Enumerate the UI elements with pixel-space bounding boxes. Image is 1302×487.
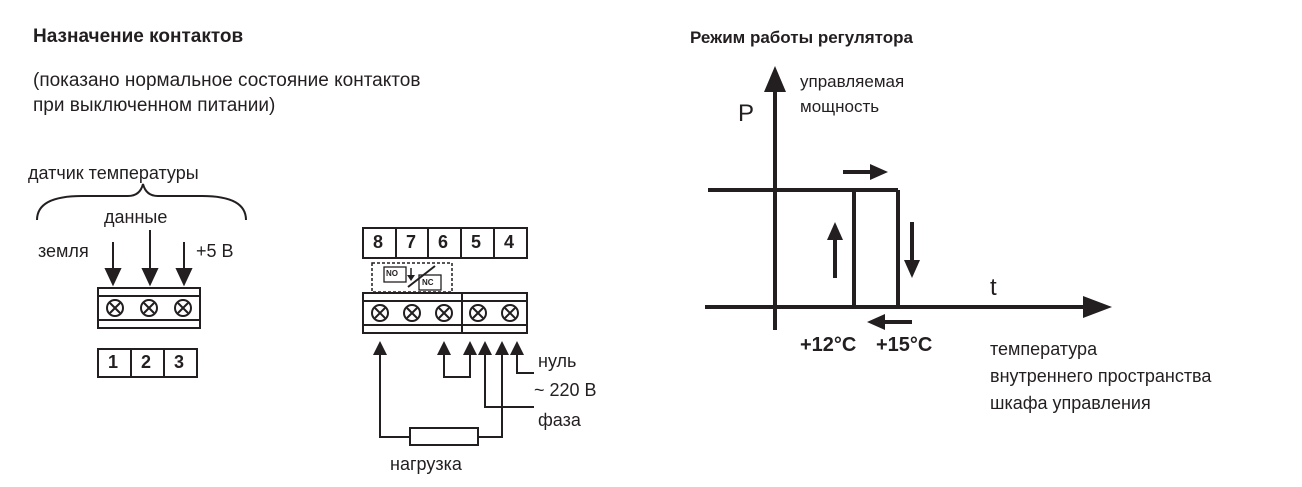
sensor-ground-label: земля bbox=[38, 241, 89, 261]
contacts-note-line1: (показано нормальное состояние контактов bbox=[33, 70, 421, 91]
sensor-pin-boxes bbox=[97, 348, 198, 378]
regulator-heading: Режим работы регулятора bbox=[690, 28, 914, 47]
relay-wiring bbox=[379, 352, 534, 446]
power-axis-label-2: мощность bbox=[800, 97, 880, 116]
screw-icon bbox=[140, 299, 158, 317]
regulator-axes bbox=[705, 66, 1112, 330]
power-axis-label-1: управляемая bbox=[800, 72, 905, 91]
relay-pin-4: 4 bbox=[504, 232, 515, 252]
relay-pin-7: 7 bbox=[406, 232, 417, 252]
relay-arrows bbox=[373, 341, 524, 355]
sensor-pin-2: 2 bbox=[141, 352, 152, 372]
temp-high-label: +15°C bbox=[876, 334, 933, 356]
screw-icon bbox=[501, 304, 519, 322]
sensor-data-label: данные bbox=[104, 207, 168, 227]
relay-nc-label: NC bbox=[422, 278, 434, 287]
temp-low-label: +12°C bbox=[800, 334, 857, 356]
neutral-label: нуль bbox=[538, 351, 577, 371]
sensor-terminal-block bbox=[97, 287, 201, 329]
load-label: нагрузка bbox=[390, 454, 462, 474]
screw-icon bbox=[371, 304, 389, 322]
screw-icon bbox=[469, 304, 487, 322]
relay-pin-6: 6 bbox=[438, 232, 449, 252]
relay-contact-symbol bbox=[371, 262, 453, 293]
relay-no-label: NO bbox=[386, 269, 398, 278]
voltage-label: ~ 220 В bbox=[534, 380, 597, 400]
phase-label: фаза bbox=[538, 410, 581, 430]
relay-pin-5: 5 bbox=[471, 232, 482, 252]
screw-icon bbox=[435, 304, 453, 322]
temp-desc-3: шкафа управления bbox=[990, 393, 1151, 413]
hysteresis-loop bbox=[708, 188, 900, 307]
contacts-note-line2: при выключенном питании) bbox=[33, 95, 276, 116]
relay-pin-8: 8 bbox=[373, 232, 384, 252]
relay-pin-boxes bbox=[362, 227, 528, 259]
sensor-brace bbox=[36, 183, 247, 221]
sensor-pin-1: 1 bbox=[108, 352, 119, 372]
relay-terminal-block bbox=[362, 292, 528, 334]
sensor-group-label: датчик температуры bbox=[28, 163, 199, 183]
temp-desc-2: внутреннего пространства bbox=[990, 366, 1212, 386]
screw-icon bbox=[403, 304, 421, 322]
power-axis-symbol: P bbox=[738, 100, 755, 127]
sensor-power-label: +5 В bbox=[196, 241, 234, 261]
sensor-pin-3: 3 bbox=[174, 352, 185, 372]
temp-desc-1: температура bbox=[990, 339, 1098, 359]
contacts-heading: Назначение контактов bbox=[33, 26, 244, 47]
screw-icon bbox=[106, 299, 124, 317]
time-axis-symbol: t bbox=[990, 274, 997, 301]
screw-icon bbox=[174, 299, 192, 317]
hysteresis-arrows bbox=[827, 164, 920, 330]
sensor-arrows bbox=[104, 230, 193, 287]
